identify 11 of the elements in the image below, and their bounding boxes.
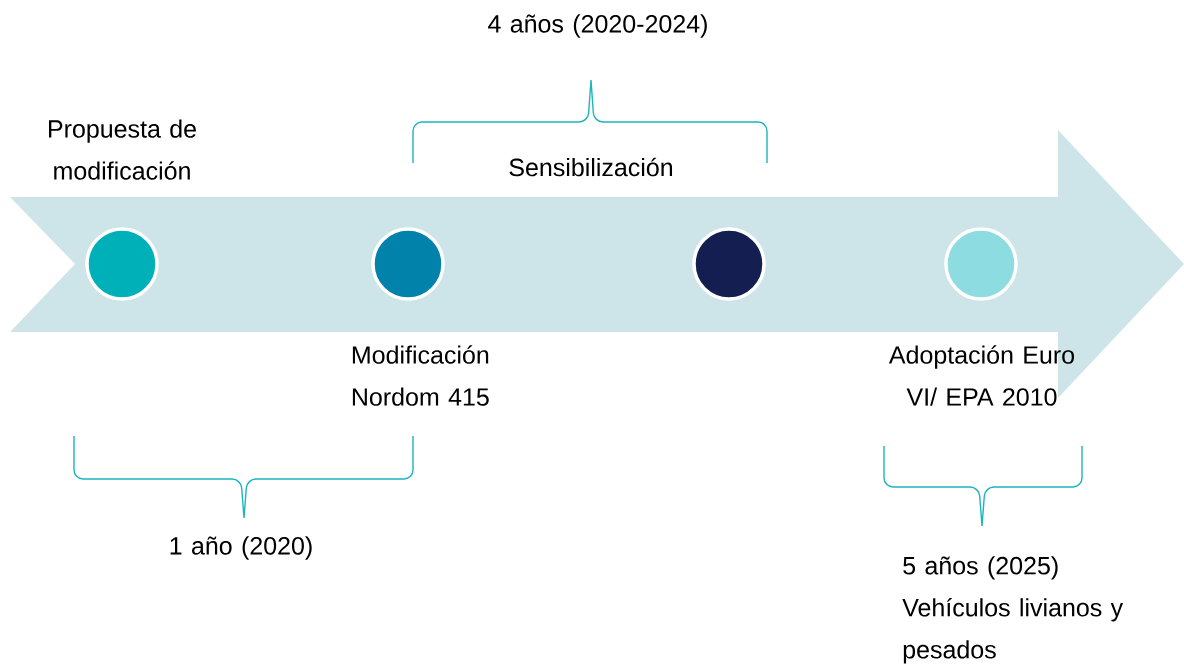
milestone-label: Adoptación Euro VI/ EPA 2010 — [888, 345, 1075, 406]
milestone-circle — [85, 227, 159, 301]
milestone-circle — [692, 227, 766, 301]
milestone-label: Propuesta de modificación — [49, 119, 196, 180]
timeline-label: Sensibilización — [509, 157, 672, 177]
milestone-circle — [944, 227, 1018, 301]
milestone-circle — [371, 227, 445, 301]
timeline-label: 5 años (2025) Vehículos livianos y pesados — [902, 556, 1124, 664]
milestone-label: Modificación Nordom 415 — [352, 345, 489, 406]
timeline-label: 4 años (2020-2024) — [488, 14, 707, 38]
timeline-label: 1 año (2020) — [170, 536, 312, 560]
